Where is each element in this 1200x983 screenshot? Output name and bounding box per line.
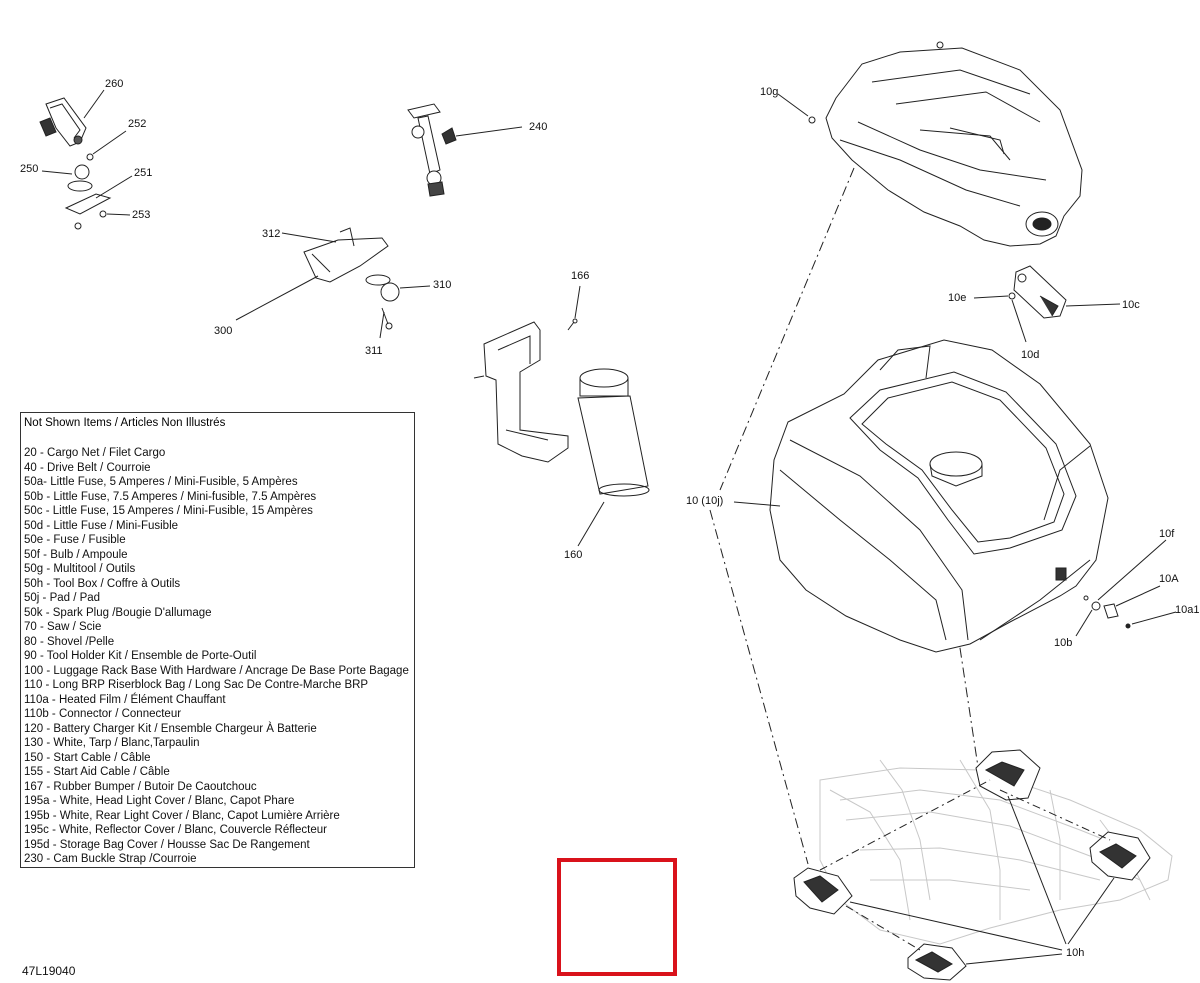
callout-10d: 10d — [1021, 349, 1040, 361]
part-bottle-holder-bracket — [474, 322, 568, 462]
not-shown-items-legend: Not Shown Items / Articles Non Illustrés… — [20, 412, 415, 868]
legend-item: 40 - Drive Belt / Courroie — [24, 461, 151, 474]
part-253-nut — [75, 211, 130, 229]
callout-300: 300 — [214, 325, 233, 337]
callout-240: 240 — [529, 121, 548, 133]
legend-item: 130 - White, Tarp / Blanc,Tarpaulin — [24, 737, 200, 749]
legend-item: 50d - Little Fuse / Mini-Fusible — [24, 519, 179, 532]
callout-10a1: 10a1 — [1175, 604, 1200, 616]
legend-item: 50f - Bulb / Ampoule — [24, 548, 128, 561]
legend-item: 50b - Little Fuse, 7.5 Amperes / Mini-fu… — [24, 490, 317, 503]
part-10-cargo-box — [734, 340, 1108, 652]
callout-252: 252 — [128, 118, 147, 130]
callout-10e: 10e — [948, 292, 967, 304]
part-311-screw — [380, 308, 392, 338]
legend-item: 167 - Rubber Bumper / Butoir De Caoutcho… — [24, 780, 257, 793]
callout-250: 250 — [20, 163, 39, 175]
legend-item: 50g - Multitool / Outils — [24, 563, 136, 575]
legend-item: 100 - Luggage Rack Base With Hardware / … — [24, 664, 409, 677]
callout-10f: 10f — [1159, 528, 1175, 540]
part-260-holder — [40, 90, 104, 146]
legend-list: 20 - Cargo Net / Filet Cargo 40 - Drive … — [24, 446, 409, 867]
callout-311: 311 — [365, 345, 383, 357]
legend-title: Not Shown Items / Articles Non Illustrés — [24, 417, 226, 429]
callout-310: 310 — [433, 279, 452, 291]
callout-160: 160 — [564, 549, 583, 561]
callout-166: 166 — [571, 270, 590, 282]
legend-item: 50h - Tool Box / Coffre à Outils — [24, 577, 181, 590]
legend-item: 20 - Cargo Net / Filet Cargo — [24, 447, 166, 459]
part-251-plate — [66, 176, 132, 214]
legend-item: 195b - White, Rear Light Cover / Blanc, … — [24, 809, 340, 822]
part-252-screw — [87, 131, 126, 160]
callout-10A: 10A — [1159, 573, 1179, 585]
callout-312: 312 — [262, 228, 281, 240]
callout-10c: 10c — [1122, 299, 1140, 311]
legend-item: 110b - Connector / Connecteur — [24, 708, 182, 720]
legend-item: 110 - Long BRP Riserblock Bag / Long Sac… — [24, 679, 369, 691]
legend-item: 90 - Tool Holder Kit / Ensemble de Porte… — [24, 650, 257, 662]
callout-10g: 10g — [760, 86, 779, 98]
legend-item: 150 - Start Cable / Câble — [24, 751, 151, 764]
callout-260: 260 — [105, 78, 124, 90]
part-10c-latch — [974, 266, 1120, 342]
callout-10b: 10b — [1054, 637, 1073, 649]
legend-item: 50a- Little Fuse, 5 Amperes / Mini-Fusib… — [24, 476, 298, 488]
legend-item: 195d - Storage Bag Cover / Housse Sac De… — [24, 838, 310, 851]
legend-item: 70 - Saw / Scie — [24, 621, 102, 633]
part-166-screw — [568, 286, 580, 330]
legend-item: 80 - Shovel /Pelle — [24, 635, 115, 648]
part-10-hardware — [1076, 540, 1176, 636]
callout-10-10j: 10 (10j) — [686, 495, 724, 507]
part-cargo-lid — [778, 42, 1082, 246]
legend-item: 195a - White, Head Light Cover / Blanc, … — [24, 795, 295, 807]
legend-item: 50c - Little Fuse, 15 Amperes / Mini-Fus… — [24, 505, 313, 517]
part-240-mount — [408, 104, 522, 196]
highlight-square — [557, 858, 677, 976]
part-300-bracket — [236, 228, 388, 320]
legend-item: 155 - Start Aid Cable / Câble — [24, 766, 170, 778]
legend-item: 195c - White, Reflector Cover / Blanc, C… — [24, 824, 327, 836]
legend-item: 50e - Fuse / Fusible — [24, 534, 126, 546]
legend-item: 110a - Heated Film / Élément Chauffant — [24, 693, 226, 706]
part-250-ball-mount — [42, 165, 92, 191]
legend-item: 50j - Pad / Pad — [24, 592, 101, 604]
part-160-bottle — [578, 369, 649, 546]
callout-251: 251 — [134, 167, 153, 179]
legend-item: 120 - Battery Charger Kit / Ensemble Cha… — [24, 722, 317, 735]
part-310-ball — [366, 275, 430, 301]
callout-10h: 10h — [1066, 947, 1085, 959]
drawing-number: 47L19040 — [22, 964, 76, 978]
callout-253: 253 — [132, 209, 151, 221]
part-10h-mounts — [794, 750, 1150, 980]
legend-item: 50k - Spark Plug /Bougie D'allumage — [24, 606, 212, 619]
legend-item: 230 - Cam Buckle Strap /Courroie — [24, 853, 197, 865]
